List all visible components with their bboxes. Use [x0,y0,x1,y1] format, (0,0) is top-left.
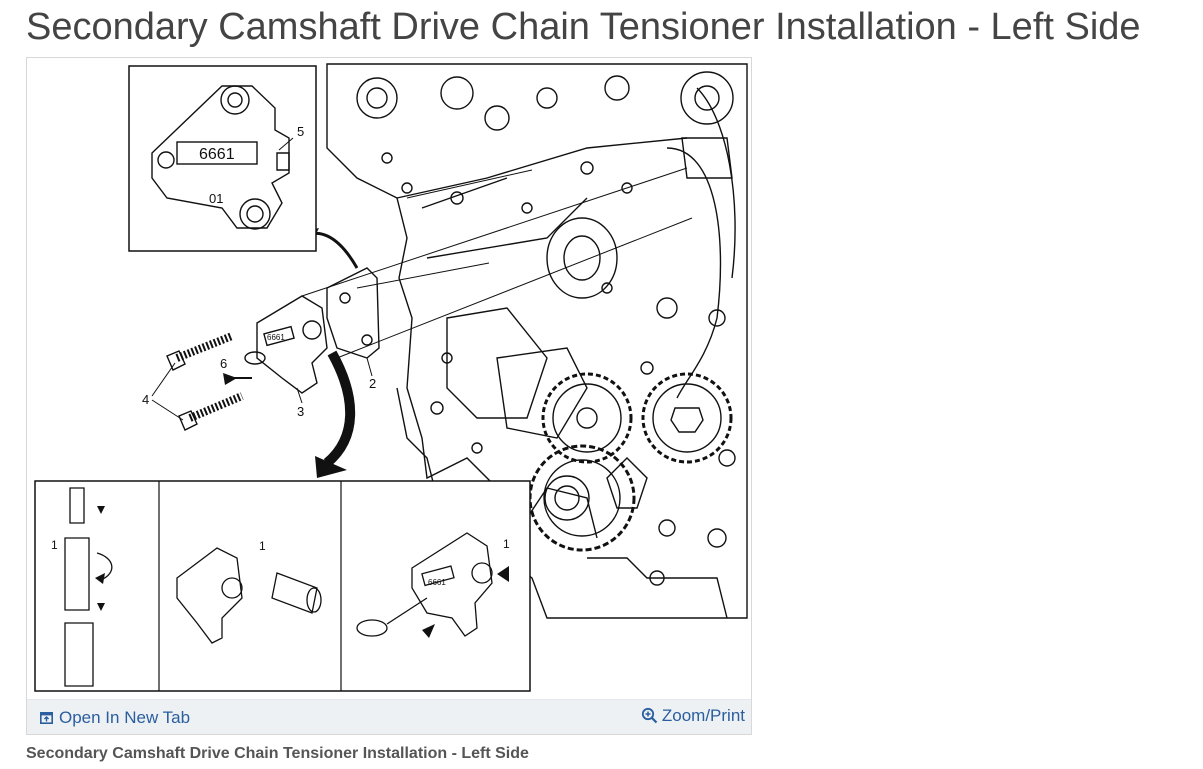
o-ring [227,351,266,379]
tensioner-part-number: 6661 [267,333,285,342]
zoom-print-label[interactable]: Zoom/Print [661,706,745,725]
inset-marking: 01 [209,191,223,206]
tensioner-part [256,295,328,394]
callout-6: 6 [220,356,227,371]
figure-caption: Secondary Camshaft Drive Chain Tensioner… [26,745,529,762]
zoom-print-link[interactable]: Zoom/Print [641,706,745,726]
bolts [166,332,244,431]
panel-callout-1c: 1 [503,537,510,551]
callout-4: 4 [142,392,149,407]
engine-block [326,63,748,619]
panel-callout-1a: 1 [51,538,58,552]
inset-part-number: 6661 [199,146,235,163]
open-in-new-tab-icon [40,712,53,724]
cam-gears [528,372,736,619]
zoom-in-icon [641,707,658,724]
illustration-svg: 6661 01 5 2 3 4 6 6661 [34,63,748,692]
callout-3: 3 [297,404,304,419]
page-title: Secondary Camshaft Drive Chain Tensioner… [26,6,1141,48]
callout-2: 2 [369,376,376,391]
figure-container: 6661 01 5 2 3 4 6 6661 [26,57,752,735]
open-in-new-tab-label[interactable]: Open In New Tab [59,708,191,727]
callout-5: 5 [297,124,304,139]
detail-panels-bottom: 1 1 1 6661 [34,480,531,692]
direction-arrows [301,232,359,467]
technical-illustration[interactable]: 6661 01 5 2 3 4 6 6661 [27,58,751,701]
panel-callout-1b: 1 [259,539,266,553]
panel-part-number: 6661 [428,578,446,587]
figure-toolbar: Open In New Tab Zoom/Print [27,699,751,734]
alignment-lines [301,167,693,359]
gasket-part [326,267,380,359]
open-in-new-tab-link[interactable]: Open In New Tab [40,708,190,728]
detail-inset-top: 6661 01 5 [128,65,317,252]
